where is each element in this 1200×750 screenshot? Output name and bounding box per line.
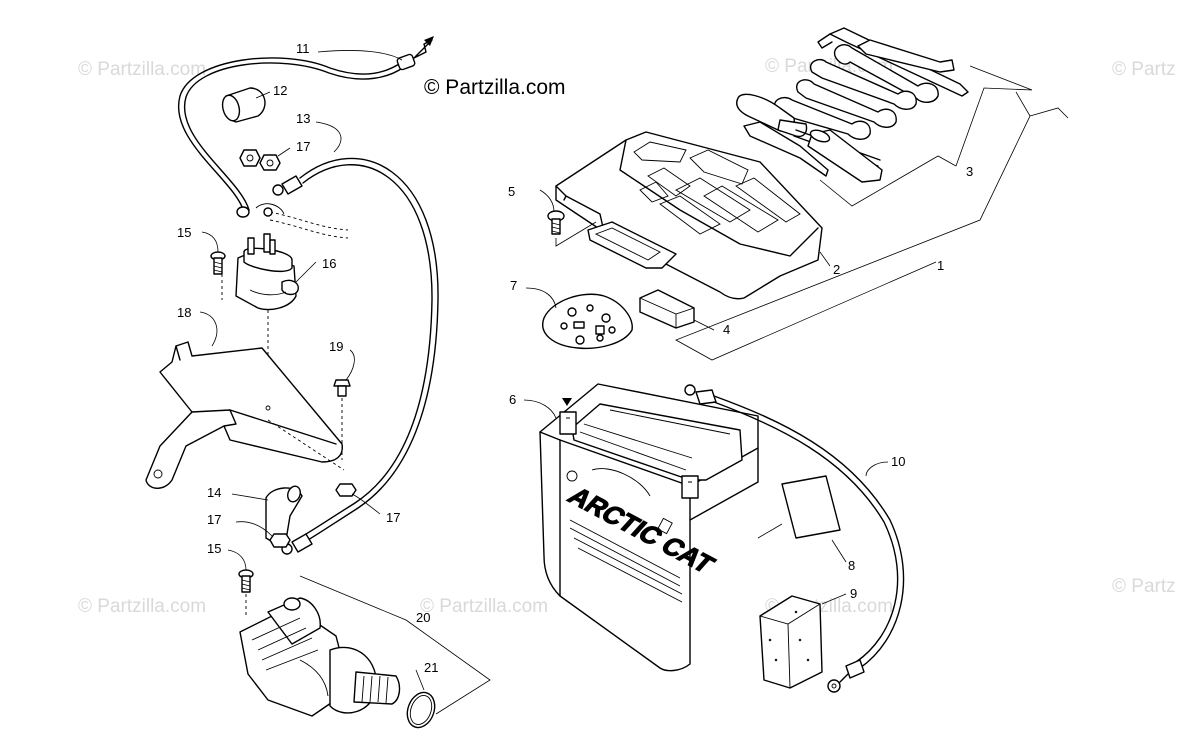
foam-block-9 xyxy=(759,595,823,689)
callout-19: 19 xyxy=(329,339,343,354)
callout-17-right: 17 xyxy=(386,510,400,525)
solenoid-16 xyxy=(221,233,299,400)
callout-6: 6 xyxy=(509,392,516,407)
decal-8 xyxy=(781,475,841,539)
watermark-bottom-right: © Partz xyxy=(1112,576,1176,597)
callout-8: 8 xyxy=(848,558,855,573)
callout-2: 2 xyxy=(833,262,840,277)
battery-6: ARCTIC CAT xyxy=(539,383,759,672)
cable-10 xyxy=(684,384,905,693)
tool-tray-2 xyxy=(555,131,823,300)
callout-14: 14 xyxy=(207,485,221,500)
nut-17-bottom xyxy=(269,533,291,548)
callout-10: 10 xyxy=(891,454,905,469)
callout-18: 18 xyxy=(177,305,191,320)
callout-13: 13 xyxy=(296,111,310,126)
callout-11: 11 xyxy=(296,41,310,56)
callout-12: 12 xyxy=(273,83,287,98)
callouts: 1 2 3 4 5 6 7 8 9 10 11 12 13 14 15 15 1… xyxy=(177,41,973,675)
callout-17-left: 17 xyxy=(207,512,221,527)
cable-11 xyxy=(177,36,434,218)
callout-5: 5 xyxy=(508,184,515,199)
bracket-18 xyxy=(145,341,345,489)
callout-17-top: 17 xyxy=(296,139,310,154)
o-ring-21 xyxy=(406,691,436,729)
leader-lines xyxy=(199,50,1069,715)
callout-7: 7 xyxy=(510,278,517,293)
watermark-top-right: © Partz xyxy=(1112,59,1176,80)
watermark-top-left: © Partzilla.com xyxy=(78,59,206,80)
foam-pad-4 xyxy=(639,289,695,329)
starter-motor-20 xyxy=(239,597,401,717)
hardware-kit-7 xyxy=(542,293,633,350)
callout-20: 20 xyxy=(416,610,430,625)
copyright-label: © Partzilla.com xyxy=(424,76,566,99)
callout-15-top: 15 xyxy=(177,225,191,240)
cable-13 xyxy=(272,157,439,555)
callout-4: 4 xyxy=(723,322,730,337)
boot-cap-12 xyxy=(221,87,266,123)
callout-15-bottom: 15 xyxy=(207,541,221,556)
screw-5 xyxy=(547,210,565,235)
watermarks: © Partzilla.com © Partzilla.com © Partz … xyxy=(78,56,1176,617)
callout-1: 1 xyxy=(937,258,944,273)
screw-19 xyxy=(333,379,351,460)
callout-3: 3 xyxy=(966,164,973,179)
callout-9: 9 xyxy=(850,586,857,601)
screw-15-top xyxy=(210,251,226,275)
callout-21: 21 xyxy=(424,660,438,675)
nut-17-top xyxy=(239,149,281,171)
nut-17-middle xyxy=(335,483,357,497)
tool-kit-3 xyxy=(736,27,969,183)
screw-15-bottom xyxy=(238,569,254,618)
callout-16: 16 xyxy=(322,256,336,271)
watermark-bottom-left: © Partzilla.com xyxy=(78,596,206,617)
watermark-bottom-middle: © Partzilla.com xyxy=(420,596,548,617)
